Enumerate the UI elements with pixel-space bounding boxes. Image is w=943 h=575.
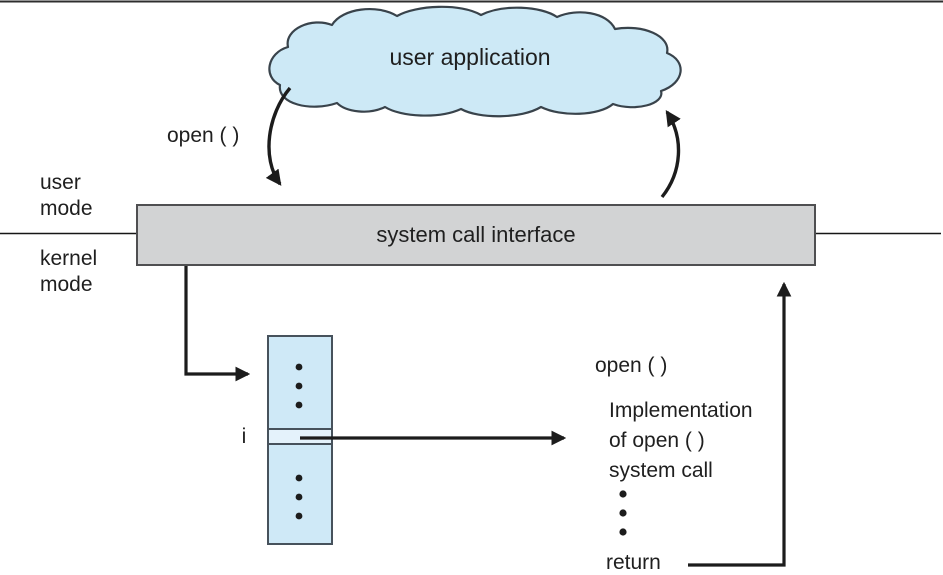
ellipsis-dot xyxy=(619,490,627,498)
return-arrow xyxy=(688,281,792,567)
implementation-line1: Implementation xyxy=(609,399,753,422)
table-lower-ellipsis xyxy=(295,474,303,520)
return-to-application-arrow xyxy=(660,110,681,199)
kernel-mode-label: kernel mode xyxy=(40,246,97,298)
ellipsis-dot xyxy=(295,474,303,482)
ellipsis-dot xyxy=(295,512,303,520)
user-application-label: user application xyxy=(389,44,551,70)
table-index-label: i xyxy=(241,425,247,448)
kernel-mode-line1: kernel xyxy=(40,247,98,270)
user-mode-label: user mode xyxy=(40,170,93,222)
open-call-arrow xyxy=(265,86,292,186)
system-call-interface-label: system call interface xyxy=(376,222,576,247)
implementation-heading-label: open ( ) xyxy=(595,354,668,377)
return-label: return xyxy=(606,551,661,574)
user-mode-line1: user xyxy=(40,171,81,194)
ellipsis-dot xyxy=(619,528,627,536)
ellipsis-dot xyxy=(295,363,303,371)
implementation-ellipsis xyxy=(619,490,627,536)
ellipsis-dot xyxy=(295,401,303,409)
table-upper-ellipsis xyxy=(295,363,303,409)
ellipsis-dot xyxy=(295,493,303,501)
ellipsis-dot xyxy=(295,382,303,390)
kernel-mode-line2: mode xyxy=(40,273,93,296)
ellipsis-dot xyxy=(619,509,627,517)
open-call-label: open ( ) xyxy=(167,124,240,147)
implementation-description: Implementation of open ( ) system call xyxy=(609,396,753,486)
system-call-interface-bar xyxy=(136,204,816,266)
implementation-line2: of open ( ) xyxy=(609,429,705,452)
interface-to-table-arrow xyxy=(184,266,251,382)
user-application-cloud xyxy=(268,5,682,118)
user-mode-line2: mode xyxy=(40,197,93,220)
implementation-line3: system call xyxy=(609,459,713,482)
